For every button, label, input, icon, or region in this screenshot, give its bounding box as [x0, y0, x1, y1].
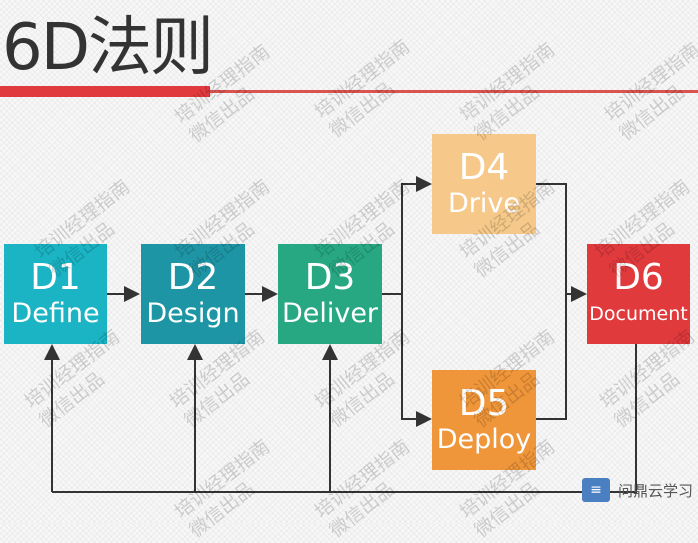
brand-logo-icon: ≡	[582, 478, 610, 502]
step-d4-box: D4 Drive	[432, 134, 536, 234]
step-d3-box: D3 Deliver	[278, 244, 382, 344]
step-label: Document	[589, 303, 688, 325]
step-code: D1	[30, 257, 81, 298]
step-label: Deliver	[281, 298, 379, 329]
flow-connectors	[44, 176, 637, 493]
step-code: D6	[613, 257, 664, 298]
merge-from-d5	[536, 294, 567, 420]
step-d1-box: D1 Define	[4, 244, 107, 344]
brand-text: 问鼎云学习	[618, 481, 694, 500]
merge-from-d4	[536, 183, 567, 294]
step-code: D2	[167, 257, 219, 298]
step-label: Deploy	[436, 424, 532, 455]
step-code: D5	[458, 383, 510, 424]
step-d6-box: D6 Document	[587, 244, 690, 344]
step-label: Drive	[448, 188, 520, 219]
step-d5-box: D5 Deploy	[432, 370, 536, 470]
branch-to-d5	[401, 294, 432, 427]
feedback-line	[52, 344, 637, 493]
brand-badge: ≡ 问鼎云学习	[582, 478, 693, 502]
step-label: Define	[11, 298, 100, 329]
step-code: D4	[458, 147, 510, 188]
step-code: D3	[304, 257, 356, 298]
title-underline	[0, 90, 698, 93]
step-label: Design	[146, 298, 240, 329]
branch-to-d4	[401, 176, 432, 294]
title-accent-bar	[0, 86, 210, 97]
step-d2-box: D2 Design	[141, 244, 245, 344]
page-title: 6D法则	[2, 11, 214, 85]
